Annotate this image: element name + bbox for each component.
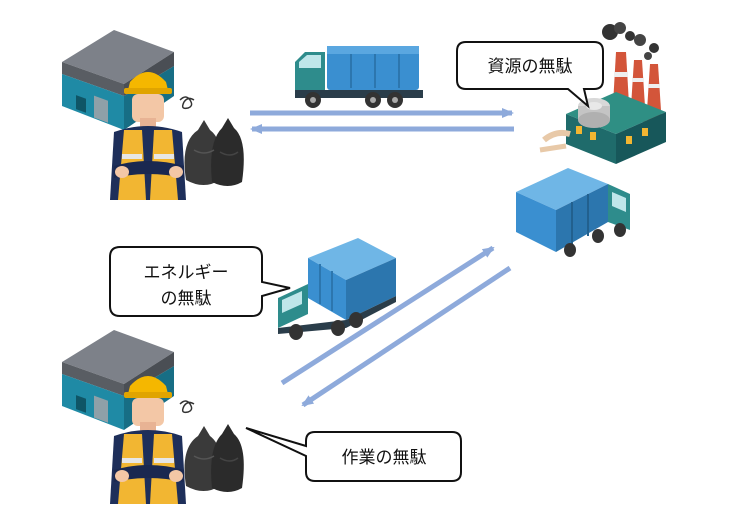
garbage-bags <box>184 424 244 492</box>
worker-icon <box>110 376 195 504</box>
factory-icon <box>539 22 666 164</box>
callout-label-line2: の無駄 <box>161 289 212 309</box>
callout-label: 作業の無駄 <box>342 448 427 468</box>
arrow-factory-to-bottom <box>301 265 512 408</box>
callout-box <box>456 41 604 109</box>
garbage-truck-icon <box>516 168 630 257</box>
garbage-truck-icon <box>278 238 396 340</box>
callout-box <box>109 246 291 317</box>
arrow-bottom-to-factory <box>280 245 495 386</box>
warehouse-icon <box>62 30 174 130</box>
garbage-truck-icon <box>295 46 423 108</box>
callout-box <box>245 427 462 482</box>
callout-label: 資源の無駄 <box>488 57 573 77</box>
callout-resource-waste: 資源の無駄 <box>456 41 604 109</box>
worker-icon <box>110 72 195 200</box>
callout-energy-waste: エネルギー の無駄 <box>109 246 291 317</box>
callout-work-waste: 作業の無駄 <box>245 427 462 482</box>
callout-label-line1: エネルギー <box>144 263 229 283</box>
flow-arrows <box>250 108 514 408</box>
garbage-bags <box>184 118 244 186</box>
